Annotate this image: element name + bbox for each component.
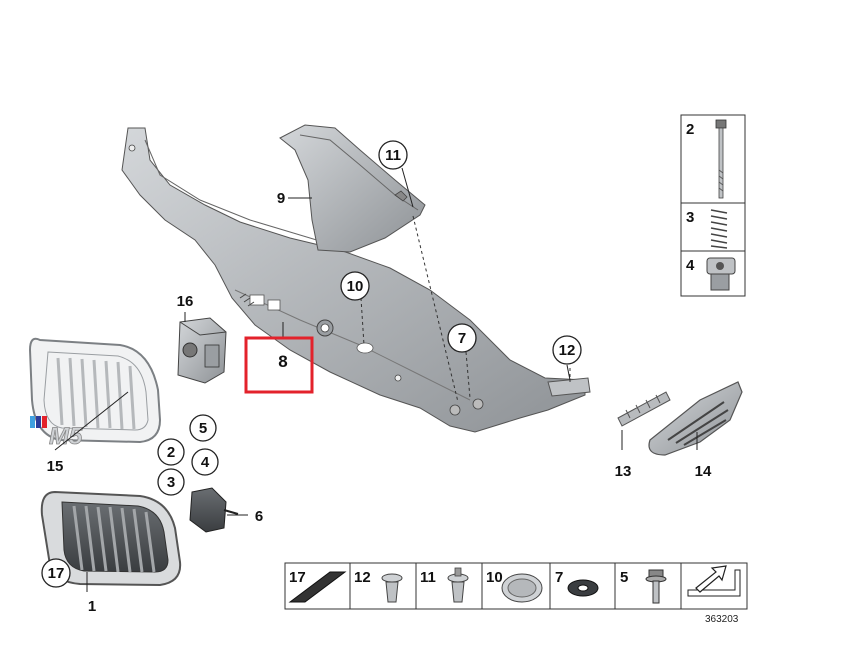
end-seal-part bbox=[547, 377, 591, 397]
callout-6: 6 bbox=[255, 508, 263, 525]
bolt-icon bbox=[715, 119, 727, 199]
side-legend-2: 2 bbox=[686, 121, 694, 138]
grommet-icon bbox=[706, 257, 736, 291]
bottom-legend-17: 17 bbox=[289, 569, 306, 586]
kidney-grille-part bbox=[40, 490, 182, 587]
trim-strip-part bbox=[617, 391, 671, 427]
bottom-legend-10: 10 bbox=[486, 569, 503, 586]
badge-text: M5 bbox=[49, 423, 83, 450]
arrow-symbol-icon bbox=[687, 565, 741, 597]
callout-4: 4 bbox=[201, 454, 210, 471]
leader-lines bbox=[54, 167, 698, 592]
foam-pad-icon bbox=[288, 571, 347, 603]
callout-12: 12 bbox=[559, 342, 576, 359]
bottom-legend-box: 17 12 11 10 7 5 bbox=[284, 562, 748, 610]
plug-icon bbox=[501, 573, 543, 603]
side-legend-3: 3 bbox=[686, 209, 694, 226]
callout-16: 16 bbox=[177, 293, 194, 310]
bottom-legend-5: 5 bbox=[620, 569, 628, 586]
callout-2: 2 bbox=[167, 444, 175, 461]
callout-17: 17 bbox=[48, 565, 65, 582]
callout-8: 8 bbox=[278, 352, 287, 371]
screw-icon bbox=[645, 569, 667, 604]
side-grille-part bbox=[648, 381, 743, 456]
callout-13: 13 bbox=[615, 463, 632, 480]
holder-bracket-part bbox=[177, 317, 227, 384]
grille-frame-part bbox=[28, 337, 162, 444]
diagram-number: 363203 bbox=[705, 614, 739, 625]
callout-14: 14 bbox=[695, 463, 712, 480]
washer-icon bbox=[567, 579, 599, 597]
bottom-legend-7: 7 bbox=[555, 569, 563, 586]
side-legend-box: 2 3 4 bbox=[680, 114, 746, 297]
callout-15: 15 bbox=[47, 458, 64, 475]
side-legend-4: 4 bbox=[686, 257, 695, 274]
rivet-clip-icon bbox=[447, 567, 469, 603]
bottom-legend-11: 11 bbox=[420, 569, 436, 586]
callout-circles bbox=[41, 140, 582, 588]
callout-9: 9 bbox=[277, 190, 285, 207]
spring-icon bbox=[710, 209, 728, 249]
push-clip-icon bbox=[381, 573, 403, 603]
clip-part bbox=[189, 487, 239, 533]
callout-11: 11 bbox=[385, 147, 401, 164]
assembly-dash-lines bbox=[360, 215, 571, 403]
callout-1: 1 bbox=[88, 598, 96, 615]
bottom-legend-12: 12 bbox=[354, 569, 371, 586]
callout-3: 3 bbox=[167, 474, 175, 491]
cover-bracket-part bbox=[279, 124, 426, 253]
m5-badge: M5 bbox=[30, 416, 83, 450]
callout-10: 10 bbox=[347, 278, 364, 295]
callout-7: 7 bbox=[458, 330, 466, 347]
callout-5: 5 bbox=[199, 420, 207, 437]
highlight-box bbox=[244, 336, 314, 394]
